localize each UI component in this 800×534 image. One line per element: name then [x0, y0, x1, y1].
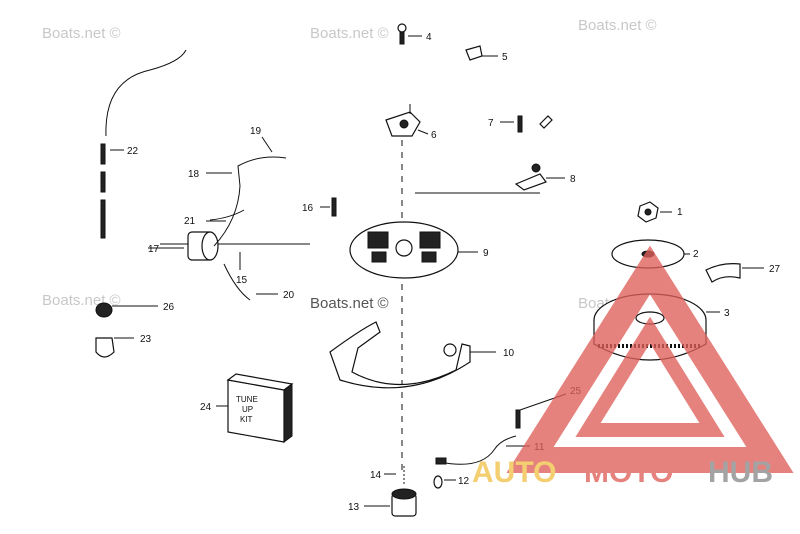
- callout-20: 20: [283, 290, 295, 301]
- logo-text-moto: MOTO: [584, 456, 673, 489]
- logo-text-hub: HUB: [708, 456, 773, 489]
- callout-24: 24: [200, 402, 212, 413]
- part-bracket-6: [385, 104, 429, 137]
- callout-8: 8: [570, 174, 576, 185]
- callout-7: 7: [488, 118, 494, 129]
- part-tune-up-kit-24: TUNE UP KIT: [216, 373, 294, 443]
- callout-19: 19: [250, 126, 262, 137]
- part-screw-4: [397, 23, 422, 45]
- part-bushing-13: [364, 488, 417, 517]
- part-retainer-10: [329, 321, 496, 389]
- watermark: Boats.net ©: [42, 25, 121, 42]
- part-clamp-8: [514, 163, 565, 191]
- callout-22: 22: [127, 146, 139, 157]
- watermark: Boats.net ©: [310, 25, 389, 42]
- part-coil-17: [148, 136, 287, 301]
- callout-21: 21: [184, 216, 196, 227]
- callout-16: 16: [302, 203, 314, 214]
- callout-9: 9: [483, 248, 489, 259]
- automotohub-logo: AUTO MOTO HUB: [472, 245, 794, 489]
- callout-26: 26: [163, 302, 175, 313]
- callout-12: 12: [458, 476, 470, 487]
- callout-5: 5: [502, 52, 508, 63]
- part-washer-12: [433, 475, 456, 489]
- kit-box-text: KIT: [240, 415, 253, 424]
- callout-23: 23: [140, 334, 152, 345]
- kit-box-text: UP: [242, 405, 253, 414]
- callout-2: 2: [693, 249, 699, 260]
- callout-3: 3: [724, 308, 730, 319]
- callout-6: 6: [431, 130, 437, 141]
- part-clip-5: [465, 45, 498, 61]
- callout-18: 18: [188, 169, 200, 180]
- part-wire-22: [100, 49, 187, 239]
- part-key-27: [705, 263, 764, 283]
- kit-box-text: TUNE: [236, 395, 258, 404]
- callout-4: 4: [426, 32, 432, 43]
- part-nut-1: [637, 201, 672, 223]
- callout-15: 15: [236, 275, 248, 286]
- part-screw-7: [500, 115, 553, 133]
- part-stator-plate-9: [349, 221, 478, 279]
- callout-14: 14: [370, 470, 382, 481]
- callout-10: 10: [503, 348, 515, 359]
- callout-13: 13: [348, 502, 360, 513]
- part-nut-26: [95, 302, 158, 318]
- part-screw-16: [320, 197, 337, 217]
- callout-17: 17: [148, 244, 160, 255]
- part-spring-14: [384, 466, 405, 484]
- callout-27: 27: [769, 264, 781, 275]
- part-cap-23: [95, 337, 134, 358]
- logo-text-auto: AUTO: [472, 456, 556, 489]
- watermark: Boats.net ©: [578, 17, 657, 34]
- callout-1: 1: [677, 207, 683, 218]
- watermark: Boats.net ©: [310, 295, 389, 312]
